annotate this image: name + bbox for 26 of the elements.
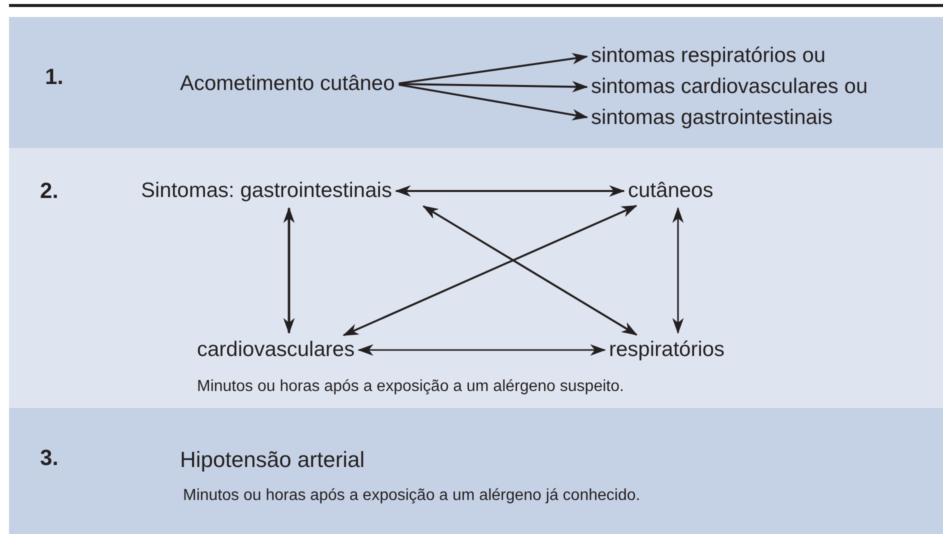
step-number: 2. bbox=[40, 180, 58, 202]
arrow bbox=[398, 84, 588, 120]
symptom-text: respiratórios bbox=[609, 336, 725, 364]
arrow bbox=[342, 204, 638, 336]
arrow bbox=[394, 185, 626, 197]
symptom-text: cutâneos bbox=[628, 178, 714, 204]
arrow bbox=[422, 205, 638, 336]
step-title: Hipotensão arterial bbox=[180, 449, 365, 471]
arrow bbox=[357, 344, 606, 356]
symptom-text: Sintomas: gastrointestinais bbox=[141, 178, 392, 204]
step-band bbox=[9, 17, 943, 148]
arrow bbox=[398, 53, 588, 84]
step-band bbox=[9, 148, 943, 408]
step-number: 3. bbox=[40, 447, 58, 469]
symptom-text: cardiovasculares bbox=[197, 336, 355, 364]
timing-note: Minutos ou horas após a exposição a um alérgeno suspeito. bbox=[197, 379, 624, 395]
timing-note: Minutos ou horas após a exposição a um alérgeno já conhecido. bbox=[183, 488, 640, 504]
arrow bbox=[672, 206, 684, 334]
arrow bbox=[398, 81, 588, 92]
step-number: 1. bbox=[45, 66, 64, 88]
symptom-text: sintomas gastrointestinais bbox=[591, 104, 833, 132]
symptom-text: sintomas respiratórios ou bbox=[591, 42, 826, 70]
arrow bbox=[283, 206, 295, 334]
symptom-text: sintomas cardiovasculares ou bbox=[591, 74, 868, 100]
symptom-text: Acometimento cutâneo bbox=[180, 70, 395, 98]
step-band bbox=[9, 408, 943, 534]
